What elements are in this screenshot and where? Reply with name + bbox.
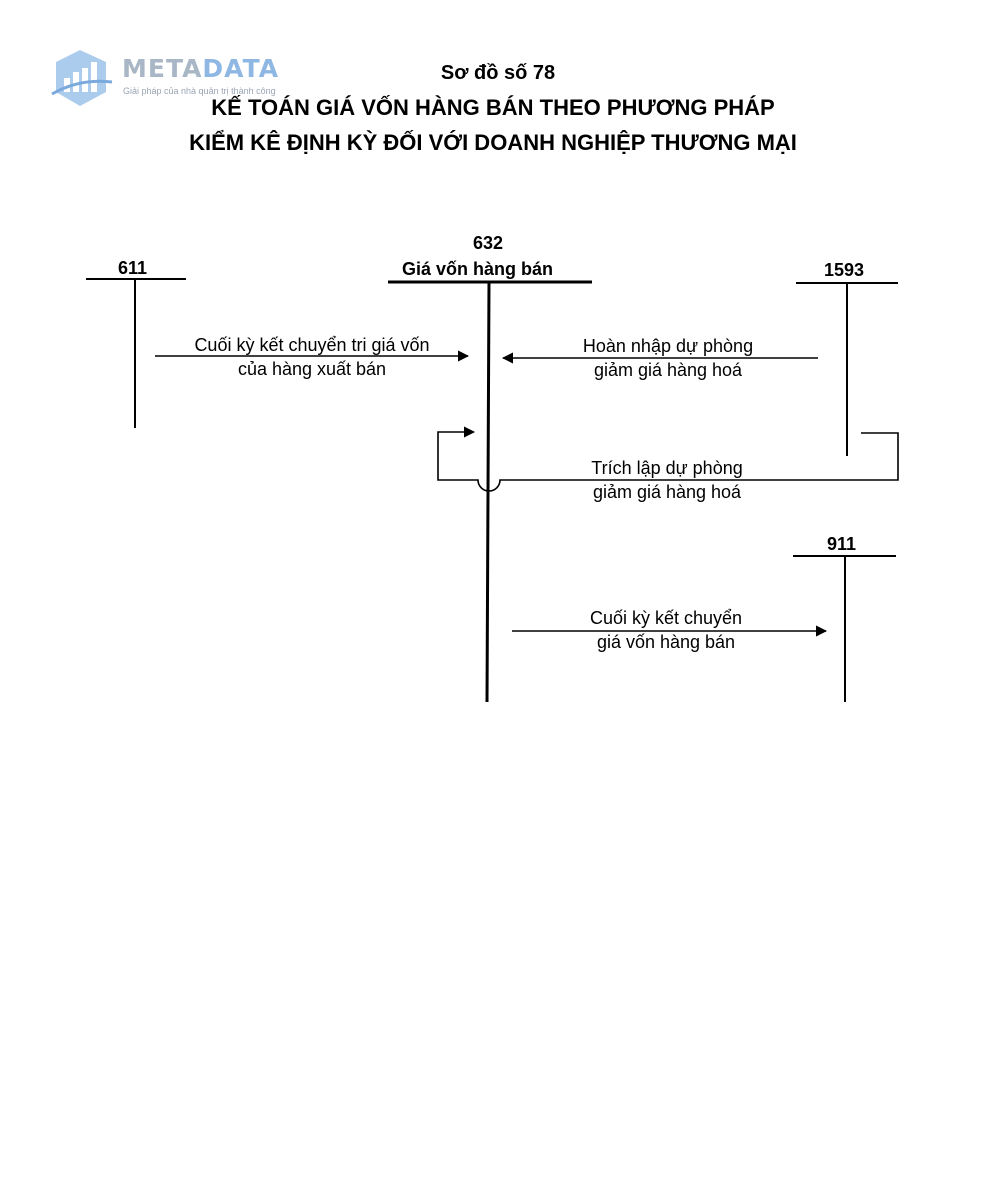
logo-tagline: Giải pháp của nhà quản trị thành công	[123, 86, 276, 96]
account-632-name: Giá vốn hàng bán	[402, 259, 554, 279]
diagram-title-line1: KẾ TOÁN GIÁ VỐN HÀNG BÁN THEO PHƯƠNG PHÁ…	[211, 95, 775, 120]
account-911-label: 911	[827, 534, 857, 554]
diagram-number: Sơ đồ số 78	[440, 62, 556, 84]
account-611-label: 611	[118, 258, 148, 278]
flow-611-to-632-label: Cuối kỳ kết chuyển tri giá vốn của hàng …	[160, 333, 464, 381]
account-632-code: 632	[473, 233, 504, 253]
logo-brand: METADATA	[122, 54, 279, 84]
flow-1593-to-632-label: Hoàn nhập dự phòng giảm giá hàng hoá	[548, 334, 788, 382]
flow-632-to-911-label: Cuối kỳ kết chuyển giá vốn hàng bán	[546, 606, 786, 654]
flow-632-to-911-line1: Cuối kỳ kết chuyển	[589, 608, 743, 628]
flow-1593-to-632-line1: Hoàn nhập dự phòng	[582, 336, 754, 356]
flow-632-to-1593-line2: giảm giá hàng hoá	[592, 482, 742, 502]
flow-632-to-911-line2: giá vốn hàng bán	[596, 632, 736, 652]
account-632-stem	[485, 281, 491, 703]
logo-brand-part2: DATA	[202, 54, 280, 83]
flow-611-to-632-line2: của hàng xuất bán	[237, 359, 387, 379]
logo-brand-part1: META	[122, 54, 203, 83]
flow-632-to-1593-connector	[437, 426, 899, 492]
diagram-title-line2: KIỂM KÊ ĐỊNH KỲ ĐỐI VỚI DOANH NGHIỆP THƯ…	[189, 130, 797, 155]
account-1593-label: 1593	[824, 260, 865, 280]
flow-632-to-1593-line1: Trích lập dự phòng	[591, 458, 743, 478]
metadata-logo-icon	[51, 50, 113, 106]
flow-632-to-1593-label: Trích lập dự phòng giảm giá hàng hoá	[547, 456, 787, 504]
flow-611-to-632-line1: Cuối kỳ kết chuyển tri giá vốn	[194, 335, 430, 355]
flow-1593-to-632-line2: giảm giá hàng hoá	[593, 360, 743, 380]
